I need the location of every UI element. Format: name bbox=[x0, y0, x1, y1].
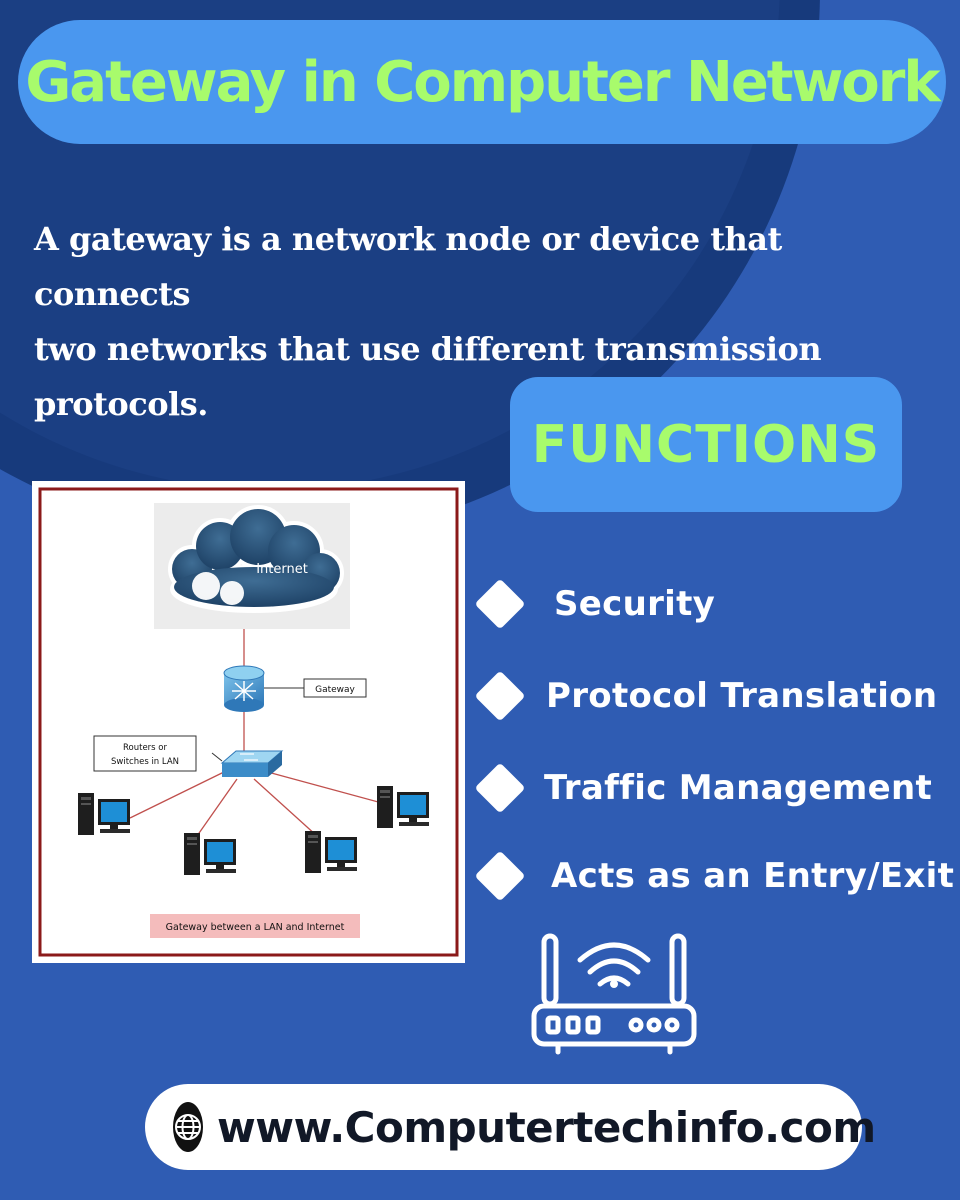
function-item-entry-exit: Acts as an Entry/Exit bbox=[472, 846, 954, 906]
diagram-border bbox=[38, 487, 459, 957]
diamond-bullet-icon bbox=[474, 670, 526, 722]
switch-icon bbox=[220, 750, 284, 777]
diamond-bullet-icon bbox=[474, 850, 526, 902]
description-line-2: two networks that use different transmis… bbox=[34, 330, 822, 423]
switch-label-line-1: Routers or bbox=[123, 743, 167, 753]
function-item-security: Security bbox=[472, 574, 715, 634]
website-url[interactable]: www.Computertechinfo.com bbox=[217, 1102, 876, 1152]
computer-icon bbox=[78, 793, 130, 835]
function-label: Protocol Translation bbox=[546, 676, 938, 716]
gateway-label: Gateway bbox=[315, 685, 355, 695]
diamond-bullet-icon bbox=[474, 578, 526, 630]
globe-icon bbox=[173, 1102, 203, 1152]
title-banner: Gateway in Computer Network bbox=[18, 20, 946, 144]
computer-icon bbox=[305, 831, 357, 873]
gateway-router-icon bbox=[223, 665, 265, 712]
computer-icon bbox=[377, 786, 429, 828]
network-diagram: Internet Gateway bbox=[32, 481, 465, 963]
connection-lines bbox=[129, 629, 383, 837]
description: A gateway is a network node or device th… bbox=[34, 212, 944, 432]
function-label: Acts as an Entry/Exit bbox=[551, 856, 955, 896]
cloud-icon bbox=[168, 505, 344, 613]
diamond-bullet-icon bbox=[474, 762, 526, 814]
switch-callout-box bbox=[93, 735, 197, 772]
cloud-label: Internet bbox=[256, 562, 308, 577]
switch-label-line-2: Switches in LAN bbox=[111, 757, 179, 767]
website-banner: www.Computertechinfo.com bbox=[145, 1084, 876, 1170]
function-item-traffic-management: Traffic Management bbox=[472, 758, 932, 818]
functions-heading: FUNCTIONS bbox=[531, 414, 881, 475]
function-item-protocol-translation: Protocol Translation bbox=[472, 666, 937, 726]
gateway-callout-box bbox=[303, 678, 367, 698]
caption-box bbox=[150, 914, 360, 938]
wifi-router-icon bbox=[531, 933, 697, 1055]
functions-heading-banner: FUNCTIONS bbox=[510, 377, 902, 512]
network-diagram-svg: Internet Gateway bbox=[38, 487, 459, 957]
computer-icon bbox=[184, 833, 236, 875]
function-label: Security bbox=[554, 584, 716, 624]
switch-callout-line bbox=[211, 752, 223, 762]
function-label: Traffic Management bbox=[544, 768, 933, 808]
diagram-caption: Gateway between a LAN and Internet bbox=[166, 922, 345, 933]
description-line-1: A gateway is a network node or device th… bbox=[34, 220, 782, 313]
page-title: Gateway in Computer Network bbox=[25, 49, 940, 115]
